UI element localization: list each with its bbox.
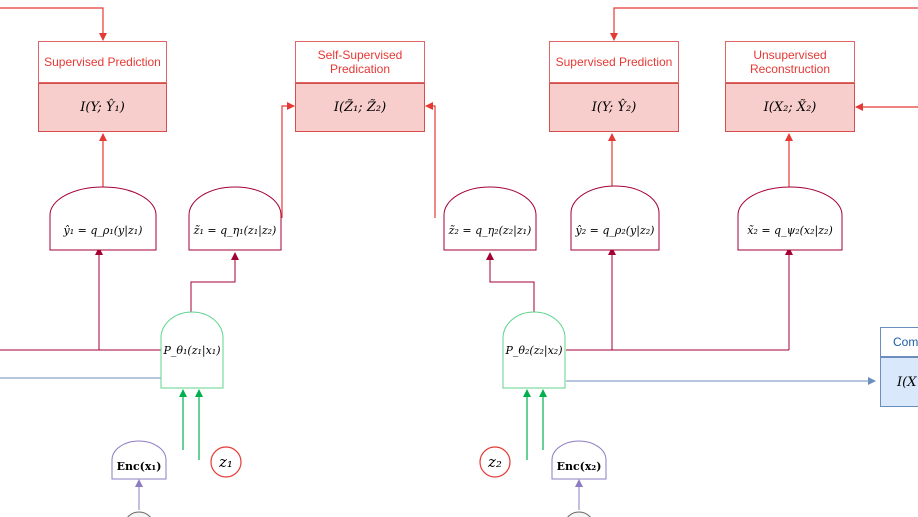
mi-box-y-yhat2: I(Y; Ŷ₂) — [549, 83, 679, 132]
arrow-zt2-to-self — [425, 102, 436, 218]
decoder-x2: x̃₂ = q_ψ₂(x₂|z₂) — [747, 223, 833, 237]
arrow-p1-to-zt1 — [190, 252, 239, 314]
feedback-arrow-right — [610, 7, 918, 41]
mi-box-zt1-zt2: I(Z̃₁; Z̃₂) — [295, 83, 425, 132]
decoder-shape-y1 — [49, 186, 157, 251]
enc-shape-1 — [111, 440, 167, 480]
header-comp-partial: Com — [880, 327, 918, 357]
arrow-zt1-to-self — [281, 102, 295, 218]
decoder-shape-zt1 — [188, 186, 282, 251]
input-circle-x2 — [567, 511, 591, 517]
latent-circle-z2 — [479, 446, 511, 478]
encoder-p1: P_θ₁(z₁|x₁) — [163, 343, 221, 357]
decoder-shape-zt2 — [443, 186, 537, 251]
header-supervised-prediction-2: Supervised Prediction — [549, 41, 679, 83]
decoder-y2: ŷ₂ = q_ρ₂(y|z₂) — [575, 223, 655, 237]
header-supervised-prediction-1: Supervised Prediction — [38, 41, 167, 83]
arrow-p2-to-zt2 — [486, 252, 535, 314]
mi-box-x2-xt2: I(X₂; X̃₂) — [725, 83, 855, 132]
input-circle-x1 — [127, 511, 151, 517]
enc-block-2: Enc(x₂) — [556, 459, 602, 473]
decoder-shape-y2 — [570, 185, 660, 251]
header-unsupervised-reconstruction: Unsupervised Reconstruction — [725, 41, 855, 83]
enc-block-1: Enc(x₁) — [116, 459, 162, 473]
encoder-p2: P_θ₂(z₂|x₂) — [505, 343, 563, 357]
latent-circle-z1 — [210, 446, 242, 478]
decoder-y1: ŷ₁ = q_ρ₁(y|z₁) — [63, 223, 143, 237]
latent-z1: z₁ — [219, 453, 233, 471]
encoder-shape-p1 — [160, 311, 224, 389]
mi-box-y-yhat1: I(Y; Ŷ₁) — [38, 83, 167, 132]
decoder-shape-x2 — [737, 186, 843, 251]
latent-z2: z₂ — [488, 453, 502, 471]
decoder-zt1: z̃₁ = q_η₁(z₁|z₂) — [193, 223, 277, 237]
enc-shape-2 — [551, 440, 607, 480]
decoder-zt2: z̃₂ = q_η₂(z₂|z₁) — [448, 223, 532, 237]
encoder-shape-p2 — [502, 311, 566, 389]
header-self-supervised: Self-Supervised Predication — [295, 41, 425, 83]
mi-box-comp-partial: I(X — [880, 357, 918, 407]
feedback-arrow-left — [0, 7, 107, 41]
